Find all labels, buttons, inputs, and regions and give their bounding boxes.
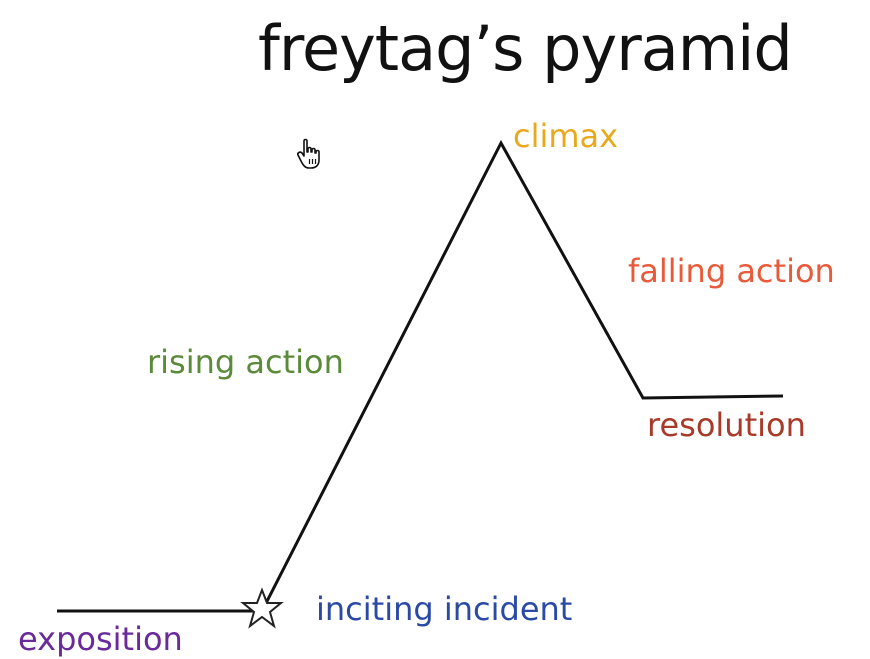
label-rising-action: rising action	[147, 343, 344, 381]
label-inciting-incident: inciting incident	[316, 590, 573, 628]
label-climax: climax	[513, 117, 619, 155]
label-falling-action: falling action	[628, 252, 835, 290]
pyramid-line	[57, 139, 784, 613]
diagram-title: freytag’s pyramid	[258, 12, 793, 85]
label-exposition: exposition	[18, 620, 183, 658]
star-icon	[240, 587, 284, 629]
label-resolution: resolution	[647, 406, 806, 444]
hand-pointer-icon	[297, 138, 320, 169]
